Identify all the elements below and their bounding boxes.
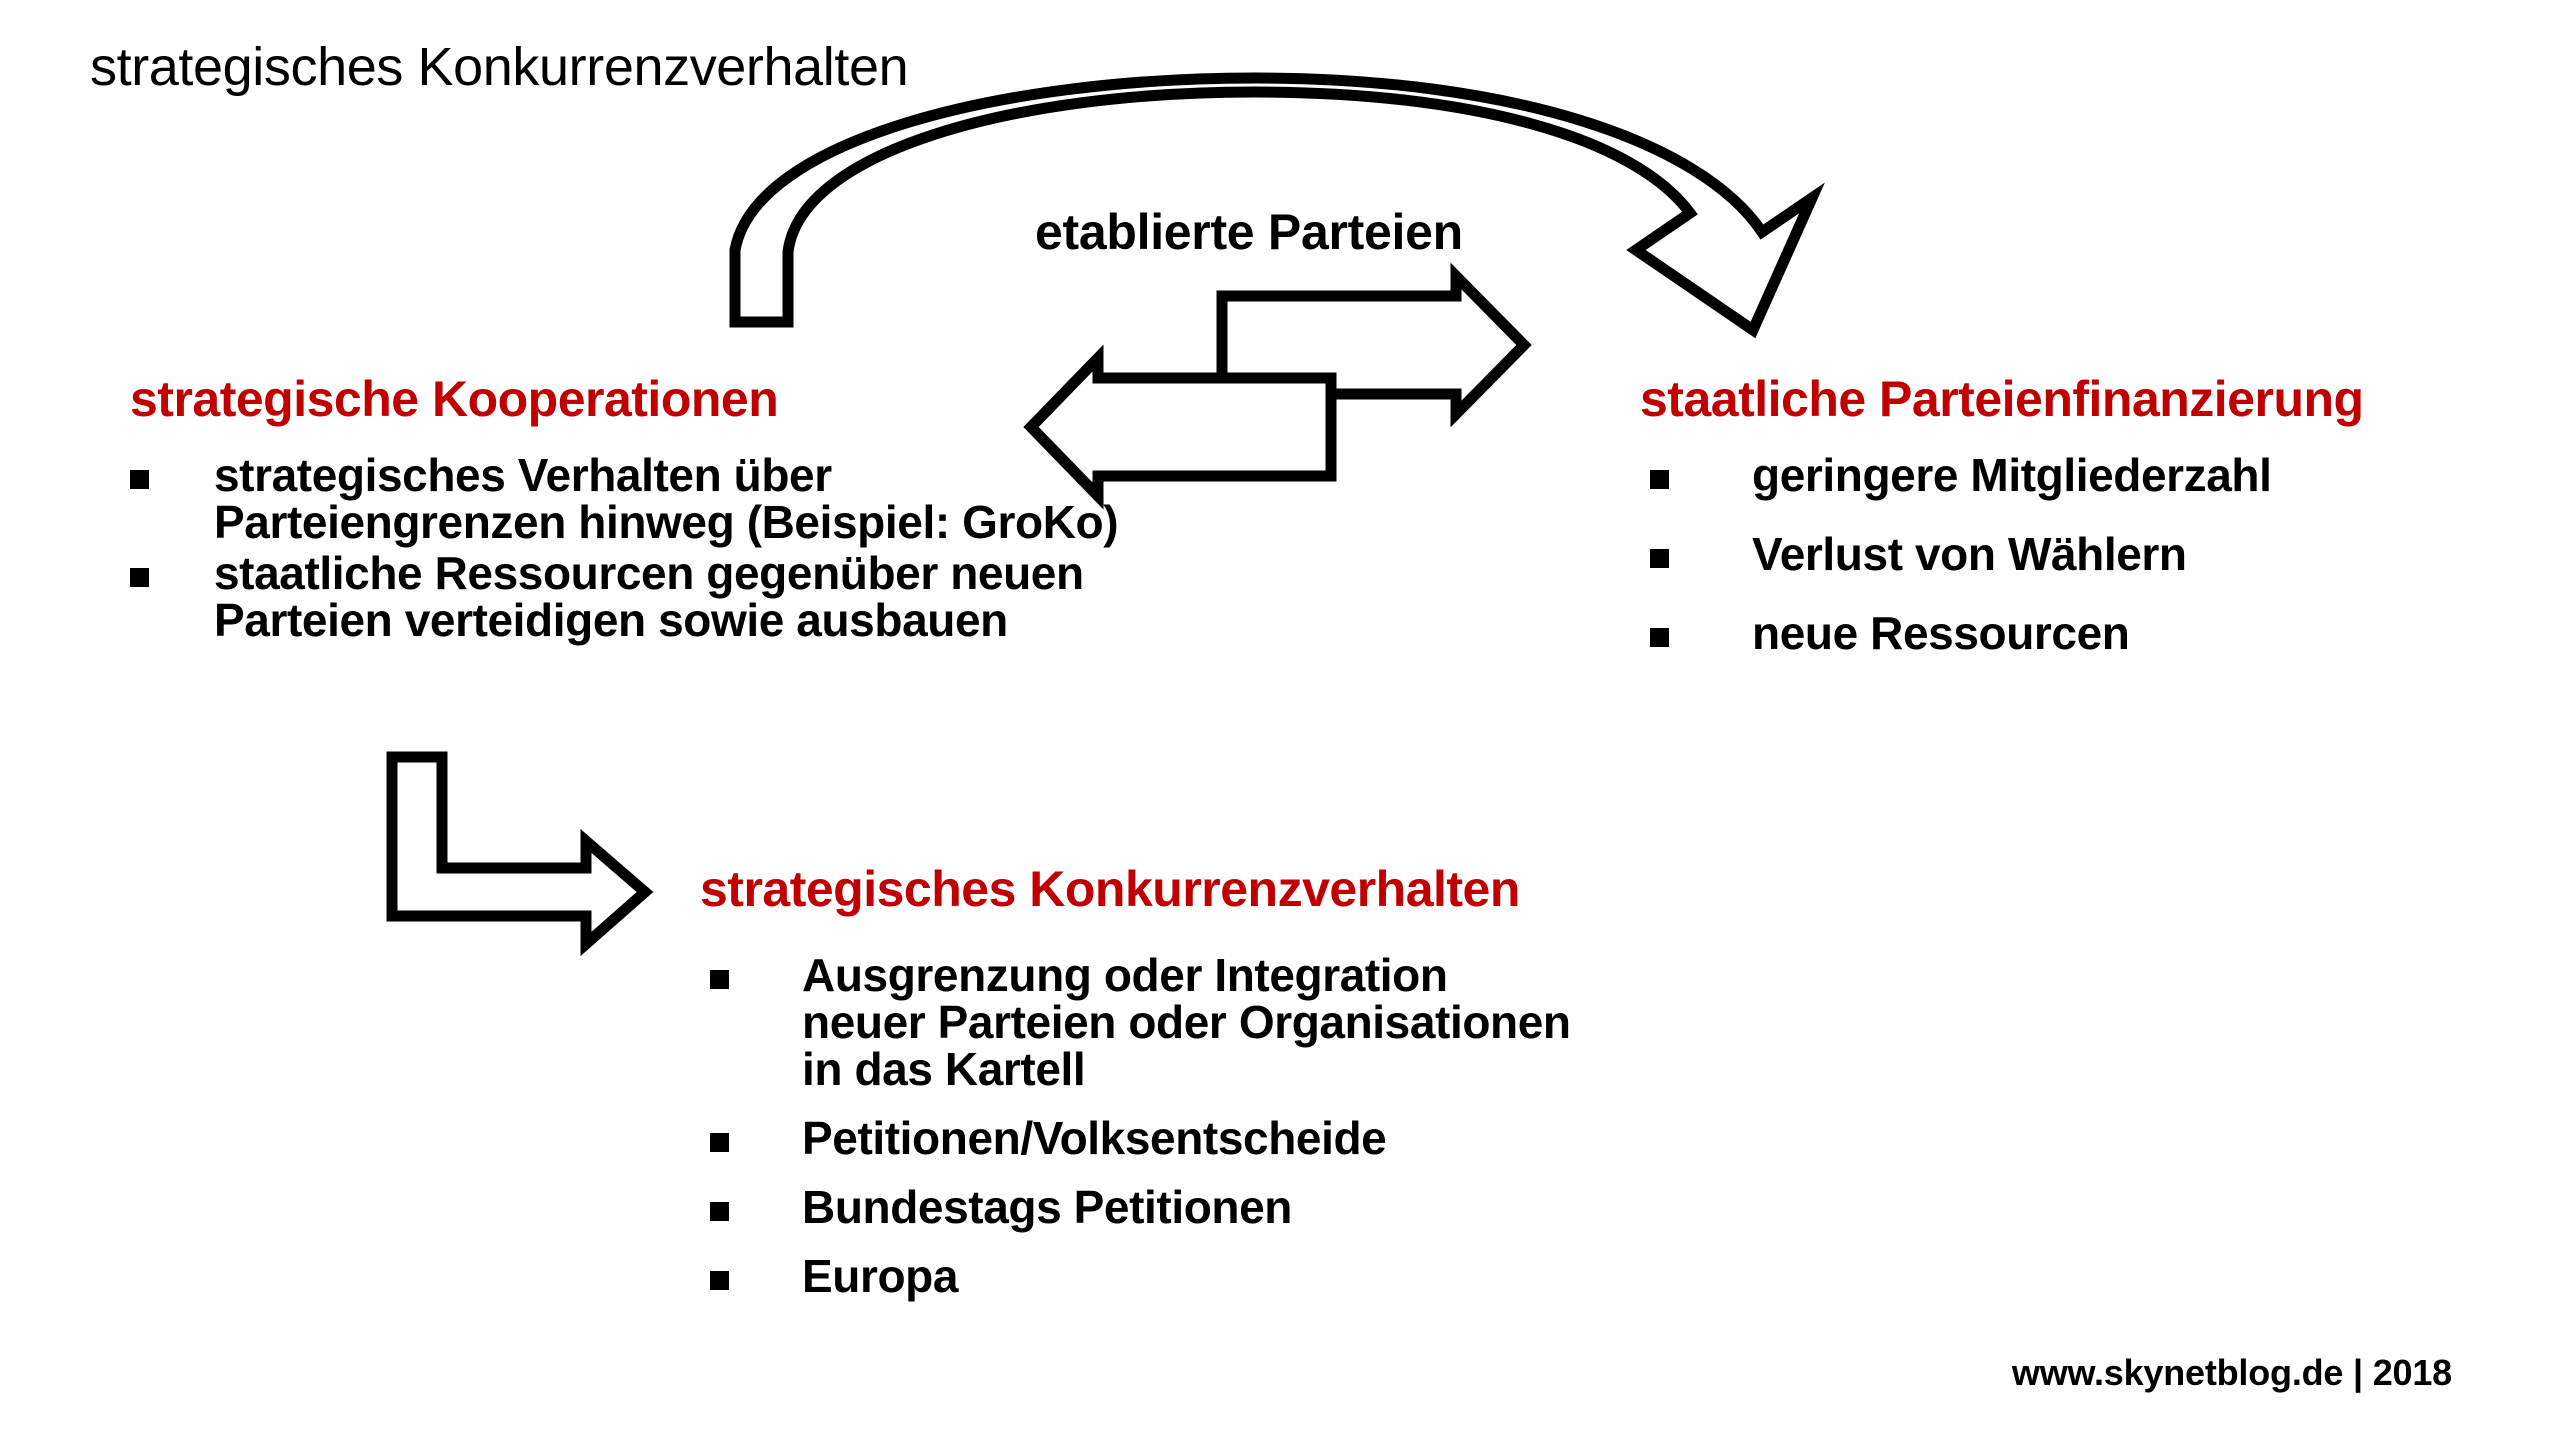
list-item: neue Ressourcen — [1650, 606, 2510, 659]
list-item-text: geringere Mitgliederzahl — [1752, 449, 2272, 501]
list-item-text-continued-2: in das Kartell — [802, 1042, 1086, 1095]
page-title: strategisches Konkurrenzverhalten — [90, 37, 909, 97]
list-item-text: staatliche Ressourcen gegenüber neuen — [214, 546, 1084, 599]
footer-credit: www.skynetblog.de | 2018 — [2011, 1352, 2452, 1393]
list-item: strategisches Verhalten über Parteiengre… — [130, 452, 1310, 546]
square-bullet-icon — [130, 568, 149, 588]
list-item-text-continued: Parteien verteidigen sowie ausbauen — [214, 593, 1008, 646]
square-bullet-icon — [130, 470, 149, 490]
list-item-text: Bundestags Petitionen — [802, 1180, 1292, 1233]
right-column-bullet-list: geringere Mitgliederzahl Verlust von Wäh… — [1650, 452, 2510, 689]
bottom-block-bullet-list: Ausgrenzung oder Integration neuer Parte… — [710, 952, 1960, 1321]
list-item: Bundestags Petitionen — [710, 1180, 1960, 1233]
left-column-heading: strategische Kooperationen — [130, 371, 779, 427]
square-bullet-icon — [1650, 628, 1669, 648]
list-item: Europa — [710, 1249, 1960, 1302]
list-item: Verlust von Wählern — [1650, 527, 2510, 580]
square-bullet-icon — [710, 970, 729, 990]
center-label-etablierte-parteien: etablierte Parteien — [1035, 204, 1463, 260]
square-bullet-icon — [1650, 470, 1669, 490]
bottom-block-heading: strategisches Konkurrenzverhalten — [700, 861, 1520, 917]
list-item-text: Verlust von Wählern — [1752, 527, 2187, 580]
list-item-text: strategisches Verhalten über — [214, 449, 832, 501]
left-column-bullet-list: strategisches Verhalten über Parteiengre… — [130, 452, 1310, 648]
list-item-text: Ausgrenzung oder Integration — [802, 949, 1448, 1001]
square-bullet-icon — [710, 1202, 729, 1222]
list-item: geringere Mitgliederzahl — [1650, 452, 2510, 499]
square-bullet-icon — [710, 1270, 729, 1290]
square-bullet-icon — [1650, 549, 1669, 569]
list-item-text-continued: Parteiengrenzen hinweg (Beispiel: GroKo) — [214, 495, 1119, 548]
block-arrow-right-icon — [1216, 262, 1532, 428]
right-column-heading: staatliche Parteienfinanzierung — [1640, 371, 2364, 427]
elbow-arrow-down-right-icon — [386, 751, 654, 957]
list-item-text: neue Ressourcen — [1752, 606, 2130, 659]
square-bullet-icon — [710, 1133, 729, 1153]
list-item-text: Petitionen/Volksentscheide — [802, 1111, 1387, 1164]
list-item-text: Europa — [802, 1249, 959, 1302]
list-item: Petitionen/Volksentscheide — [710, 1111, 1960, 1164]
list-item-text-continued: neuer Parteien oder Organisationen — [802, 995, 1571, 1048]
list-item: Ausgrenzung oder Integration neuer Parte… — [710, 952, 1960, 1093]
list-item: staatliche Ressourcen gegenüber neuen Pa… — [130, 546, 1310, 646]
